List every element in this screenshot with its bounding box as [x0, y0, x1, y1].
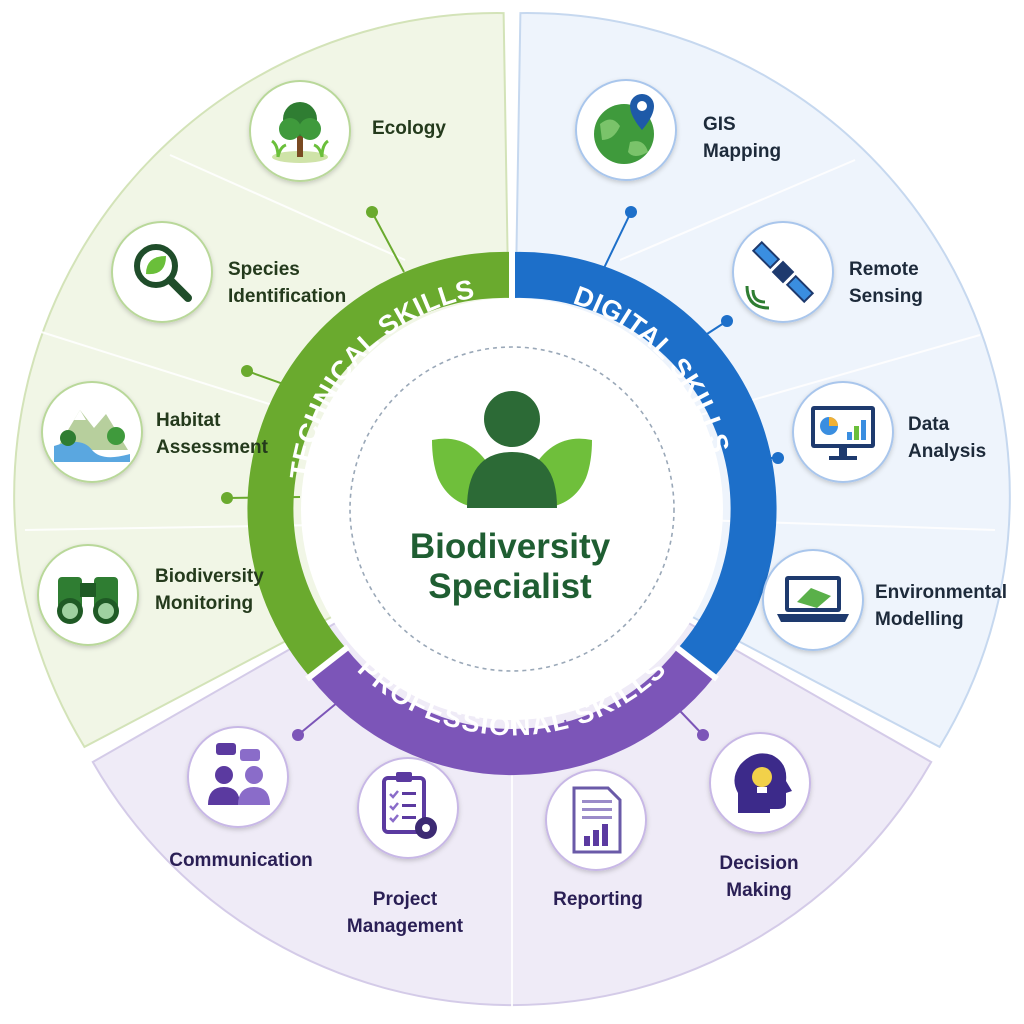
skill-label: Communication [169, 850, 313, 871]
skill-label-line: Identification [228, 286, 346, 307]
skills-ring [247, 250, 777, 776]
skill-label-line: Habitat [156, 410, 221, 431]
digital-connector-dot [625, 206, 637, 218]
center-title-line1: Biodiversity [410, 527, 611, 566]
skill-label-line: GIS [703, 114, 736, 135]
technical-connector-dot [221, 492, 233, 504]
center-hub: Biodiversity Specialist [301, 298, 723, 720]
digital-connector-dot [772, 452, 784, 464]
magnifier-leaf-icon [134, 244, 192, 302]
digital-connector-line [603, 211, 632, 269]
skill-label-line: Remote [849, 259, 919, 280]
professional-connector-dot [292, 729, 304, 741]
technical-connector-dot [241, 365, 253, 377]
skill-label-line: Decision [719, 853, 798, 874]
skill-label: Reporting [553, 889, 643, 910]
skill-label-line: Ecology [372, 118, 446, 139]
binoculars-icon [57, 577, 119, 624]
center-title-line2: Specialist [428, 567, 592, 606]
skill-label-line: Reporting [553, 889, 643, 910]
skill-node-reporting: Reporting [545, 769, 647, 910]
mountain-river-icon [54, 410, 130, 462]
digital-connector-dot [721, 315, 733, 327]
professional-connector-dot [697, 729, 709, 741]
technical-ring-segment [247, 251, 513, 677]
skill-label-line: Environmental [875, 582, 1007, 603]
head-bulb-icon [734, 753, 792, 813]
people-chat-icon [208, 743, 270, 805]
monitor-chart-icon [811, 406, 875, 460]
skill-label-line: Modelling [875, 609, 964, 630]
skill-label-line: Communication [169, 850, 313, 871]
technical-connector-dot [366, 206, 378, 218]
technical-connector-line [371, 211, 405, 273]
skill-label-line: Data [908, 414, 950, 435]
digital-ring-segment [512, 251, 777, 677]
skill-label-line: Biodiversity [155, 566, 264, 587]
person-with-leaves-icon [432, 391, 592, 508]
globe-pin-icon [594, 94, 654, 164]
skill-label: GIS Mapping [703, 114, 781, 162]
laptop-terrain-icon [777, 576, 849, 622]
professional-ring-segment [309, 648, 715, 776]
skill-node-communication: Communication [169, 726, 313, 871]
skill-label-line: Management [347, 916, 464, 937]
skill-label-line: Species [228, 259, 300, 280]
clipboard-gear-icon [382, 772, 437, 839]
skill-node-ecology: Ecology [249, 80, 446, 182]
skill-label-line: Mapping [703, 141, 781, 162]
skill-label-line: Monitoring [155, 593, 253, 614]
skill-label-line: Analysis [908, 441, 986, 462]
skill-label: Ecology [372, 118, 446, 139]
skill-label-line: Project [373, 889, 438, 910]
skill-node-gis-mapping: GIS Mapping [575, 79, 781, 181]
tree-icon [271, 102, 329, 163]
skill-label-line: Sensing [849, 286, 923, 307]
report-chart-icon [572, 786, 622, 854]
skill-label-line: Assessment [156, 437, 269, 458]
skill-label-line: Making [726, 880, 791, 901]
